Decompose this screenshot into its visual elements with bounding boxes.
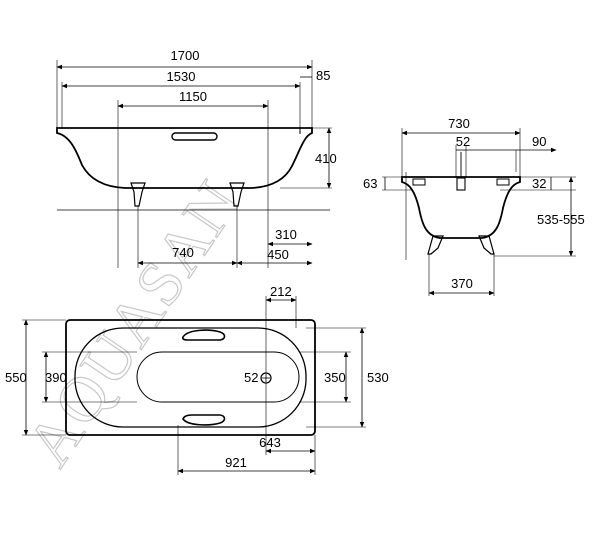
label-overall-length: 1700 [171,48,200,63]
label-end-width: 730 [448,116,470,131]
side-view-leg-right [229,182,245,207]
side-view-leg-left [130,182,146,207]
label-end-rim-left: 63 [363,176,377,191]
label-top-inner-width-left: 390 [45,370,67,385]
top-view: 212 550 390 52 350 530 643 921 [5,284,389,475]
top-view-basin [74,327,307,428]
end-view-fitting-left [412,178,426,186]
label-height: 410 [315,151,337,166]
label-leg-to-end: 450 [267,247,289,262]
label-top-outer-width: 550 [5,370,27,385]
label-leg-spacing: 740 [172,245,194,260]
label-top-overall-width: 530 [367,370,389,385]
label-top-drain: 52 [244,370,258,385]
end-view-tub-outline [401,176,521,239]
top-view-basin-floor [136,351,300,403]
end-view: 730 52 90 63 32 535-555 370 [363,116,585,296]
label-end-height-range: 535-555 [537,212,585,227]
side-view-tub-outline [56,127,313,189]
end-view-drain [456,177,466,191]
side-view: 1700 1530 85 1150 410 310 740 450 [56,48,337,268]
end-view-leg-right [478,235,495,255]
label-top-drain-to-end: 921 [225,455,247,470]
label-top-inner-width-right: 350 [324,370,346,385]
label-leg-offset: 310 [275,227,297,242]
end-view-fitting-right [496,178,510,186]
top-view-handle-bottom [182,414,226,426]
side-view-handle [171,132,218,141]
label-top-handle-offset: 212 [270,284,292,299]
watermark-text: AQUASAN [13,167,255,478]
label-end-drain: 52 [456,134,470,149]
end-view-leg-left [427,235,444,255]
top-view-rim [65,319,316,436]
top-view-handle-top [181,329,226,341]
label-end-rim-right: 32 [532,176,546,191]
label-handle-span: 1150 [179,89,207,104]
label-inner-length: 1530 [167,69,196,84]
label-top-handle-to-end: 643 [259,435,281,450]
label-end-leg-spacing: 370 [451,276,473,291]
label-end-side-offset: 90 [532,134,546,149]
label-rim-offset: 85 [316,68,330,83]
